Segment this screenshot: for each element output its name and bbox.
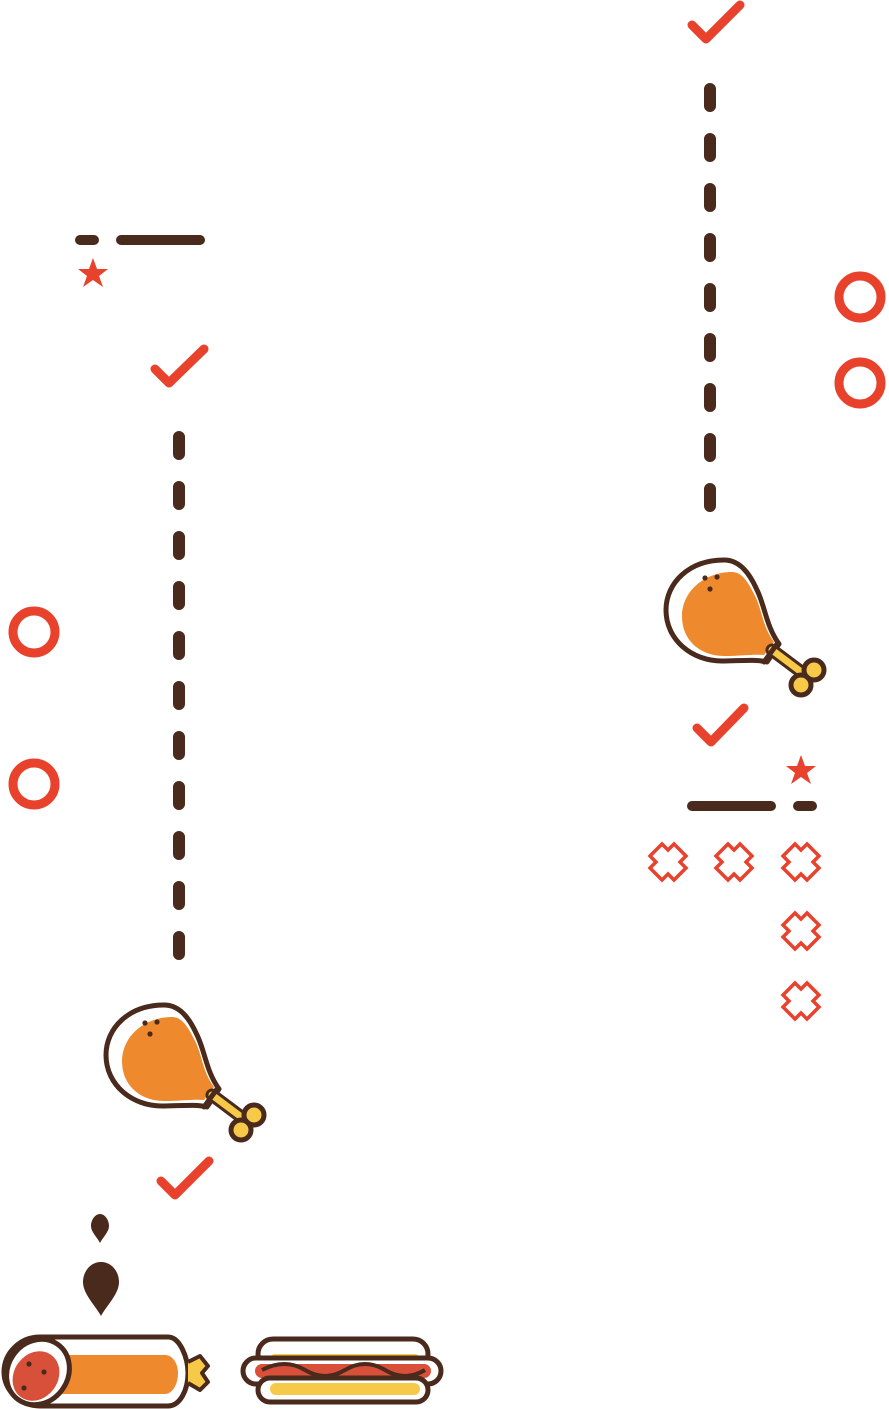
drumstick-icon <box>666 560 824 695</box>
check-icon <box>150 344 209 388</box>
cross-icon <box>781 981 821 1021</box>
cross-icon <box>648 842 688 882</box>
drop-icon <box>91 1214 109 1243</box>
check-icon <box>687 0 745 44</box>
star-icon <box>78 258 108 287</box>
ring-icon <box>8 606 60 658</box>
hotdog-icon <box>240 1336 444 1405</box>
ring-icon <box>834 271 886 323</box>
cross-icon <box>714 842 754 882</box>
drumstick-icon <box>106 1005 264 1140</box>
drop-icon <box>83 1262 119 1316</box>
cross-icon <box>781 842 821 882</box>
star-icon <box>786 755 816 784</box>
check-icon <box>156 1156 214 1200</box>
cross-icon <box>781 911 821 951</box>
sausage-icon <box>1 1334 210 1409</box>
ring-icon <box>8 758 60 810</box>
ring-icon <box>834 357 886 409</box>
check-icon <box>692 703 749 747</box>
